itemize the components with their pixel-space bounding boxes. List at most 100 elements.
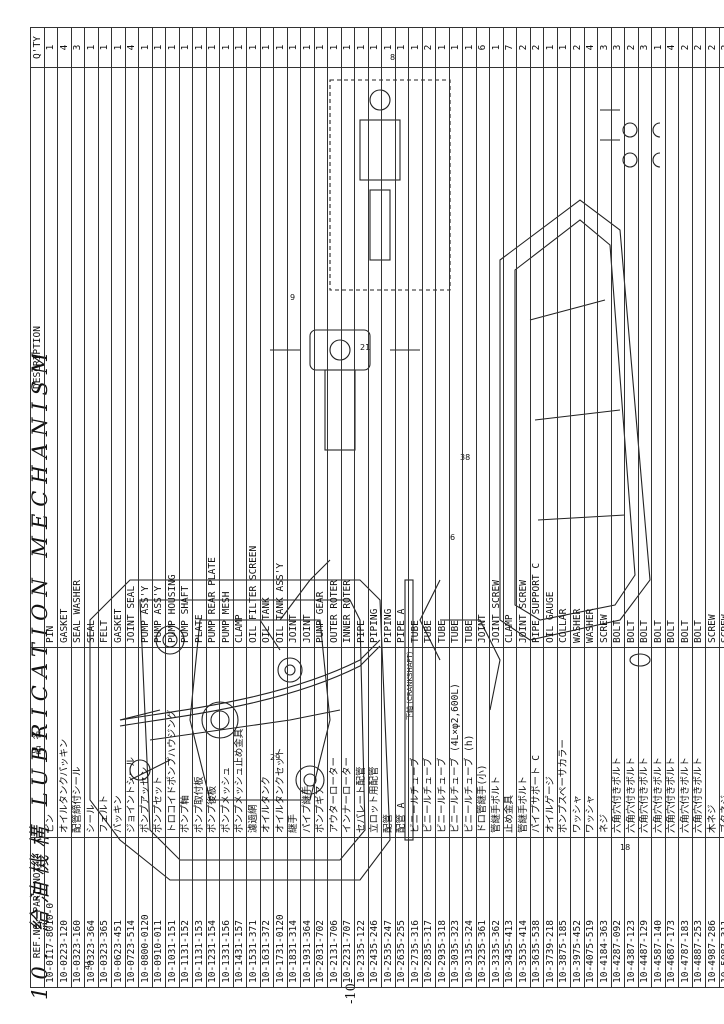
cell-name-jp: 濾過網 [246,647,260,838]
cell-description: JOINT [476,67,490,648]
cell-part-no: 10-4987-286 [705,837,719,988]
cell-name-jp: ポンプスペーサカラー [557,647,571,838]
cell-description: OIL TANK ASS'Y [273,67,287,648]
table-row: 10-5087-311ブタネジSCREW2 [719,27,724,988]
cell-description: BOLT [678,67,692,648]
cell-part-no: 10-4287-092 [611,837,625,988]
cell-qty: 1 [543,27,557,68]
cell-description: TUBE [422,67,436,648]
cell-part-no: 10-3335-362 [489,837,503,988]
cell-qty: 1 [435,27,449,68]
col-header-qty: Q'TY [30,27,44,68]
cell-qty: 2 [624,27,638,68]
cell-part-no: 10-2335-122 [354,837,368,988]
cell-description: CLAMP [233,67,247,648]
cell-name-jp: ポンプ軸 [179,647,193,838]
cell-name-jp: 配管締付シール [71,647,85,838]
cell-description: JOINT SCREW [489,67,503,648]
cell-description: CLAMP [503,67,517,648]
cell-name-jp: 六角穴付きボルト [692,647,706,838]
cell-qty: 1 [44,27,58,68]
cell-description: WASHER [584,67,598,648]
cell-description: OIL GAUGE [543,67,557,648]
cell-part-no: 10-3535-414 [516,837,530,988]
cell-description: COLLAR [557,67,571,648]
cell-description: PUMP SHAFT [179,67,193,648]
cell-qty: 1 [489,27,503,68]
crankshaft-label-frame [404,579,414,841]
cell-name-jp: ジョイントシール [125,647,139,838]
cell-qty: 1 [98,27,112,68]
cell-part-no: 10-3435-413 [503,837,517,988]
cell-qty: 4 [57,27,71,68]
cell-description: PIPING [368,67,382,648]
cell-name-jp: アウターローター [327,647,341,838]
cell-description: INNER ROTER [341,67,355,648]
cell-qty: 6 [476,27,490,68]
cell-part-no: 10-1131-152 [179,837,193,988]
cell-part-no: 10-0323-160 [71,837,85,988]
cell-qty: 1 [314,27,328,68]
cell-name-jp: 立ロット用配管 [368,647,382,838]
crankshaft-view-label: 下軸 (CRANKSHAFT) [405,651,414,720]
cell-description: BOLT [692,67,706,648]
cell-qty: 1 [341,27,355,68]
cell-qty: 2 [570,27,584,68]
cell-name-jp: セパレート配管 [354,647,368,838]
cell-description: PUMP ASS'Y [152,67,166,648]
cell-description: BOLT [665,67,679,648]
cell-part-no: 10-4687-173 [665,837,679,988]
cell-qty: 2 [719,27,724,68]
cell-name-jp: ポンプメッシュ [219,647,233,838]
cell-qty: 2 [705,27,719,68]
cell-part-no: 10-1831-314 [287,837,301,988]
cell-name-jp: ポンプギア [314,647,328,838]
cell-name-jp: ポンプ後板 [206,647,220,838]
cell-qty: 1 [651,27,665,68]
cell-name-jp: ネジ [597,647,611,838]
cell-part-no: 10-4787-183 [678,837,692,988]
cell-description: PIN [44,67,58,648]
cell-part-no: 10-0323-364 [84,837,98,988]
cell-description: JOINT SEAL [125,67,139,648]
cell-qty: 2 [516,27,530,68]
cell-part-no: 10-0800-0120 [138,837,152,988]
cell-description: SEAL WASHER [71,67,85,648]
cell-part-no: 10-3975-452 [570,837,584,988]
cell-qty: 3 [611,27,625,68]
exploded-parts-diagram: 41 29 6 18 21 8 9 38 下軸 (CRANKSHAFT) [60,20,660,980]
cell-qty: 3 [71,27,85,68]
machine-frame-outline [89,579,391,881]
cell-part-no: 10-3739-218 [543,837,557,988]
cell-qty: 2 [678,27,692,68]
cell-qty: 4 [665,27,679,68]
col-header-name: 品 名 [30,647,44,838]
cell-description: OUTER ROTER [327,67,341,648]
oil-tank-outline [499,199,651,641]
cell-name-jp: ビニールチューブ (h) [462,647,476,838]
callout-38: 38 [460,453,470,462]
callout-41: 41 [83,960,92,970]
cell-description: TUBE [435,67,449,648]
cell-name-jp: パイプサポート C [530,647,544,838]
